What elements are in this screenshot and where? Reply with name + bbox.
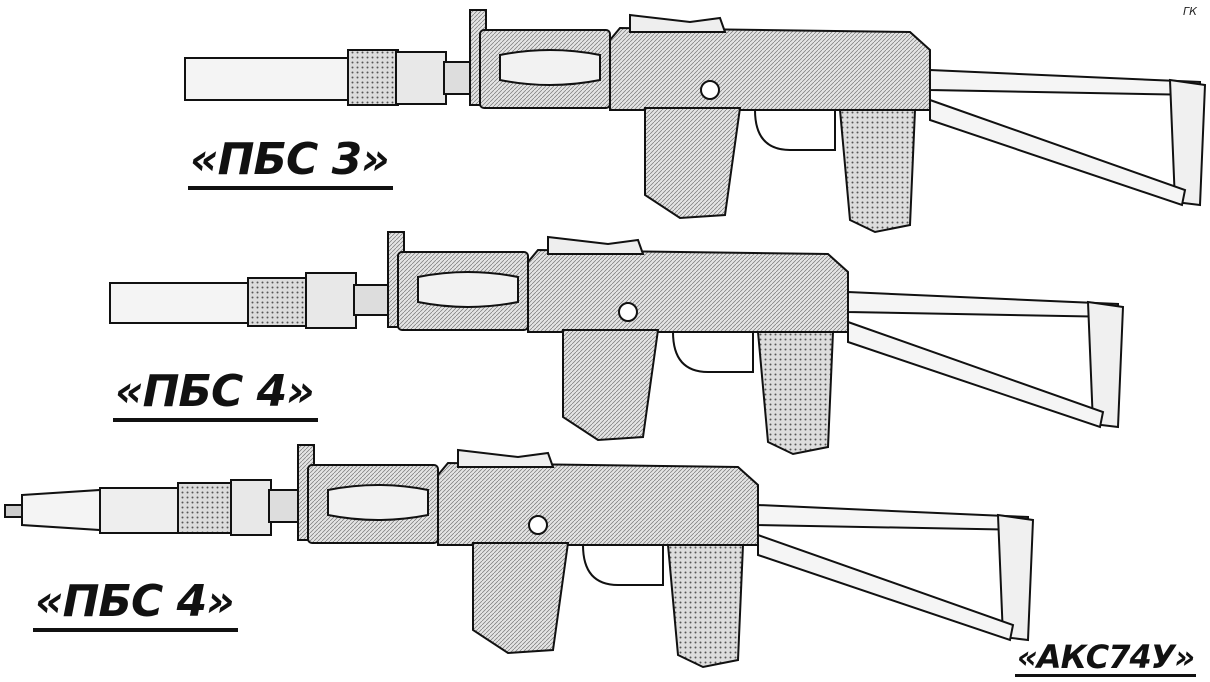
rifle-body xyxy=(387,231,1124,455)
suppressor-collar xyxy=(305,272,357,329)
rifle-body xyxy=(297,444,1034,668)
label-model: «АКС74У» xyxy=(1015,638,1197,677)
suppressor-collar xyxy=(395,51,447,105)
suppressor-tube xyxy=(109,282,251,324)
suppressor-body xyxy=(177,482,234,534)
suppressor-tube xyxy=(184,57,351,101)
suppressor-mount xyxy=(268,489,302,523)
rifle-pbs3 xyxy=(184,9,1206,233)
suppressor-mount xyxy=(353,284,391,316)
label-pbs4-a: «ПБС 4» xyxy=(113,368,318,422)
rifle-pbs4-a xyxy=(109,231,1124,455)
rifle-pbs4-b xyxy=(4,444,1034,668)
label-pbs4-b: «ПБС 4» xyxy=(33,578,238,632)
suppressor-body xyxy=(347,49,399,106)
rifle-body xyxy=(469,9,1206,233)
suppressor-body xyxy=(247,277,309,327)
artist-signature: ГК xyxy=(1183,5,1197,18)
suppressor-collar xyxy=(230,479,272,536)
suppressor-tube xyxy=(21,488,101,532)
label-pbs3: «ПБС 3» xyxy=(188,136,393,190)
suppressor-sleeve xyxy=(99,487,181,534)
